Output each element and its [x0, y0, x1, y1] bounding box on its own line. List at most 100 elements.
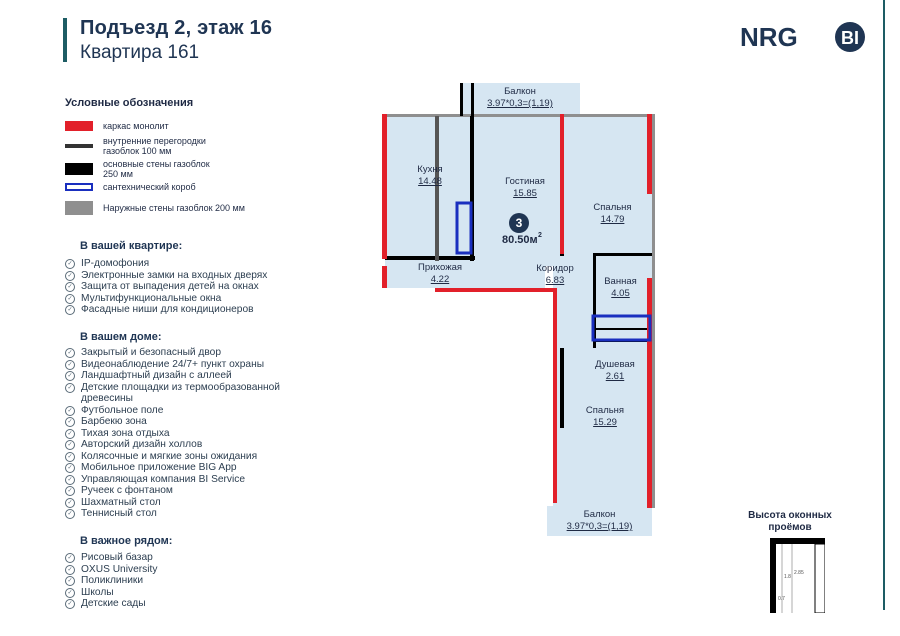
list-item: ✓OXUS University — [65, 564, 157, 576]
floor-plan-drawing: 3 80.50м 2 — [382, 83, 655, 536]
window-wall-left — [770, 538, 776, 613]
wall-black — [460, 83, 463, 116]
rooms-badge: 3 — [516, 216, 523, 230]
logo-badge-circle — [835, 22, 865, 52]
legend-label: сантехнический короб — [103, 182, 196, 192]
wall-black — [470, 116, 474, 261]
legend-item-frame: каркас монолит — [65, 121, 169, 131]
outer-wall-top — [385, 114, 655, 117]
legend-swatch-red — [65, 121, 93, 131]
list-item: ✓Барбекю зона — [65, 416, 305, 428]
logo-badge-text: BI — [841, 28, 859, 48]
window-heights-diagram: 1.8 2.85 0.7 — [770, 538, 825, 613]
check-icon: ✓ — [65, 417, 75, 427]
check-icon: ✓ — [65, 282, 75, 292]
frame-red — [382, 114, 387, 259]
outer-wall-right — [652, 114, 655, 508]
frame-red — [647, 114, 652, 194]
duct-blue — [455, 201, 473, 255]
check-icon: ✓ — [65, 451, 75, 462]
header-accent-bar — [63, 18, 67, 62]
legend-swatch-gray — [65, 201, 93, 215]
check-icon: ✓ — [65, 440, 75, 450]
dim-label: 0.7 — [778, 596, 785, 602]
wall-black — [471, 83, 474, 116]
right-wing-fill — [553, 266, 655, 506]
legend-title: Условные обозначения — [65, 97, 194, 109]
list-item: ✓Шахматный стол — [65, 497, 305, 509]
legend-swatch-black — [65, 163, 93, 175]
list-item: ✓Электронные замки на входных дверях — [65, 270, 267, 282]
legend-label: Наружные стены газоблок 200 мм — [103, 203, 245, 213]
window-frame — [814, 543, 825, 613]
dim-label: 2.85 — [794, 570, 804, 576]
check-icon: ✓ — [65, 382, 75, 393]
list-item: ✓Школы — [65, 587, 157, 599]
check-icon: ✓ — [65, 564, 75, 575]
frame-red — [560, 114, 564, 254]
nearby-title: В важное рядом: — [80, 535, 173, 547]
list-item: ✓Мультифункциональные окна — [65, 293, 267, 305]
list-item: ✓Управляющая компания BI Service — [65, 474, 305, 486]
wall-black — [593, 328, 652, 330]
list-item: ✓Фасадные ниши для кондиционеров — [65, 304, 267, 316]
frame-red — [382, 266, 387, 288]
list-item: ✓Колясочные и мягкие зоны ожидания — [65, 451, 305, 463]
check-icon: ✓ — [65, 259, 75, 269]
house-features-title: В вашем доме: — [80, 331, 162, 343]
list-item: ✓Видеонаблюдение 24/7+ пункт охраны — [65, 359, 305, 371]
check-icon: ✓ — [65, 371, 75, 381]
house-features-list: ✓Закрытый и безопасный двор ✓Видеонаблюд… — [65, 347, 305, 520]
frame-red — [647, 278, 652, 508]
bottom-balcony-fill — [547, 506, 652, 536]
check-icon: ✓ — [65, 428, 75, 439]
list-item: ✓Ландшафтный дизайн с аллеей — [65, 370, 305, 382]
check-icon: ✓ — [65, 474, 75, 485]
legend-label: каркас монолит — [103, 121, 169, 131]
wall-black — [385, 256, 475, 260]
legend-item-partitions: внутренние перегородки газоблок 100 мм — [65, 136, 225, 156]
dim-label: 1.8 — [784, 574, 791, 580]
check-icon: ✓ — [65, 497, 75, 508]
hall-fill — [385, 266, 545, 288]
check-icon: ✓ — [65, 359, 75, 370]
check-icon: ✓ — [65, 486, 75, 496]
total-area: 80.50м — [502, 234, 538, 246]
list-item: ✓Авторский дизайн холлов — [65, 439, 305, 451]
list-item: ✓Поликлиники — [65, 575, 157, 587]
check-icon: ✓ — [65, 348, 75, 358]
window-heights-title: Высота оконных проёмов — [748, 510, 832, 533]
check-icon: ✓ — [65, 463, 75, 473]
list-item: ✓Мобильное приложение BIG App — [65, 462, 305, 474]
page-title: Подъезд 2, этаж 16 — [80, 17, 273, 39]
list-item: ✓Тихая зона отдыха — [65, 428, 305, 440]
check-icon: ✓ — [65, 305, 75, 315]
wall-black — [593, 253, 596, 348]
legend-item-duct: сантехнический короб — [65, 182, 196, 192]
list-item: ✓Детские площадки из термообразованной д… — [65, 382, 305, 405]
check-icon: ✓ — [65, 599, 75, 609]
apartment-features-title: В вашей квартире: — [80, 240, 183, 252]
wall-black — [435, 116, 439, 261]
check-icon: ✓ — [65, 270, 75, 281]
legend-item-outer-walls: Наружные стены газоблок 200 мм — [65, 201, 245, 215]
window-wall-top — [770, 538, 825, 544]
check-icon: ✓ — [65, 576, 75, 586]
apartment-features-list: ✓IP-домофония ✓Электронные замки на вход… — [65, 258, 267, 316]
list-item: ✓Рисовый базар — [65, 552, 157, 564]
check-icon: ✓ — [65, 509, 75, 519]
list-item: ✓Защита от выпадения детей на окнах — [65, 281, 267, 293]
wall-black — [560, 348, 564, 428]
frame-red — [553, 288, 557, 503]
right-border-line — [883, 0, 885, 610]
check-icon: ✓ — [65, 553, 75, 563]
